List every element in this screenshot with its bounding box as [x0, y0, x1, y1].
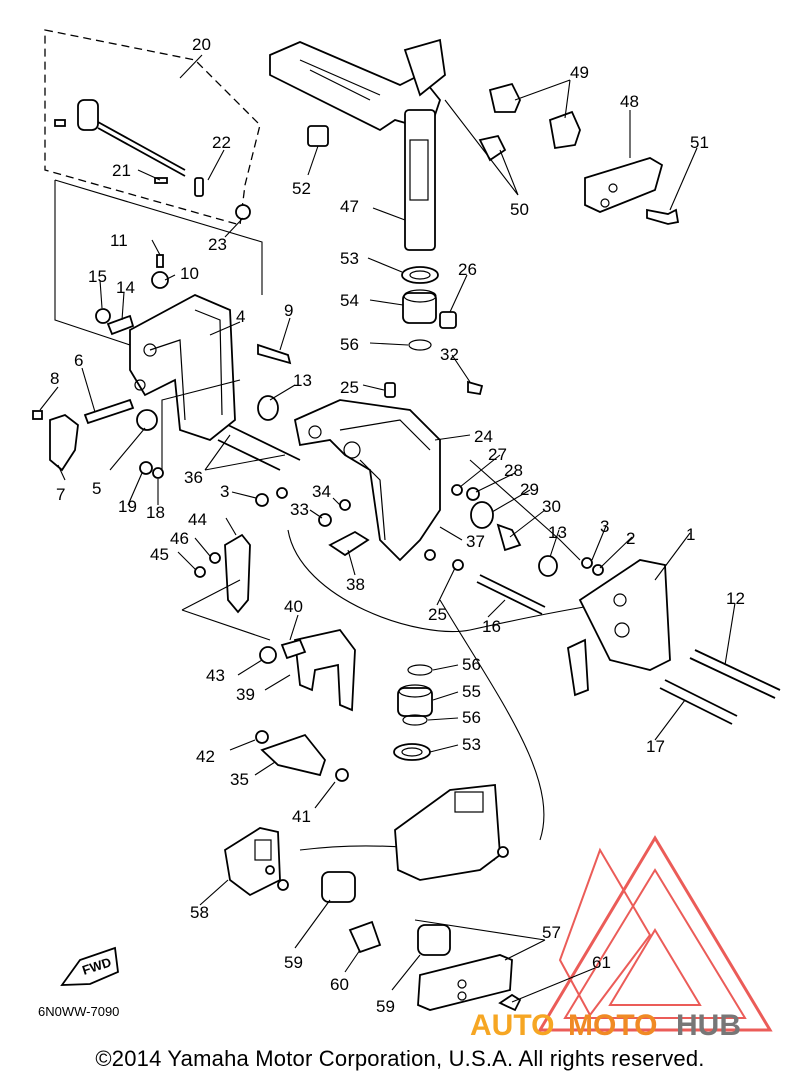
watermark-logo [537, 835, 773, 1032]
callout-label: 24 [474, 427, 493, 446]
callout-label: 53 [340, 249, 359, 268]
callout-label: 29 [520, 480, 539, 499]
callout-label: 16 [482, 617, 501, 636]
part-plate-48 [584, 157, 680, 225]
group-box-20 [44, 29, 261, 226]
callout-labels: 20 22 21 23 11 10 15 14 4 9 6 8 7 5 19 1… [50, 35, 745, 1016]
callout-label: 44 [188, 510, 207, 529]
part-lever-44 [194, 533, 251, 614]
fwd-arrow-tag: FWD [60, 946, 119, 986]
callout-label: 60 [330, 975, 349, 994]
callout-label: 27 [488, 445, 507, 464]
callout-label: 53 [462, 735, 481, 754]
callout-label: 51 [690, 133, 709, 152]
callout-label: 13 [293, 371, 312, 390]
watermark-text-hub: HUB [676, 1009, 741, 1042]
watermark-text-moto: MOTO [568, 1009, 657, 1042]
part-cover-58 [224, 827, 289, 897]
callout-label: 48 [620, 92, 639, 111]
callout-label: 40 [284, 597, 303, 616]
watermark-text-auto: AUTO [470, 1009, 554, 1042]
callout-label: 56 [462, 708, 481, 727]
copyright-notice: ©2014 Yamaha Motor Corporation, U.S.A. A… [95, 1046, 705, 1071]
callout-label: 22 [212, 133, 231, 152]
callout-label: 55 [462, 682, 481, 701]
callout-label: 35 [230, 770, 249, 789]
callout-label: 28 [504, 461, 523, 480]
callout-label: 30 [542, 497, 561, 516]
callout-label: 8 [50, 369, 59, 388]
part-tilt-lock [259, 628, 356, 712]
part-bushings-upper [401, 266, 457, 351]
part-steering-handle [269, 38, 581, 251]
callout-label: 56 [340, 335, 359, 354]
callout-label: 3 [220, 482, 229, 501]
callout-label: 41 [292, 807, 311, 826]
callout-label: 9 [284, 301, 293, 320]
callout-label: 17 [646, 737, 665, 756]
callout-label: 25 [428, 605, 447, 624]
watermark-wordmark: AUTO MOTO HUB [470, 1009, 741, 1042]
callout-label: 26 [458, 260, 477, 279]
callout-label: 4 [236, 307, 245, 326]
callout-label: 11 [110, 231, 128, 250]
callout-label: 61 [592, 953, 611, 972]
part-caps [321, 871, 522, 1012]
callout-label: 2 [626, 529, 635, 548]
callout-label: 12 [726, 589, 745, 608]
callout-leaders [39, 54, 736, 1003]
callout-label: 7 [56, 485, 65, 504]
callout-label: 1 [686, 525, 695, 544]
part-clamp-bracket-right [476, 555, 781, 725]
callout-label: 57 [542, 923, 561, 942]
callout-label: 49 [570, 63, 589, 82]
callout-label: 34 [312, 482, 331, 501]
callout-label: 23 [208, 235, 227, 254]
callout-label: 33 [290, 500, 309, 519]
callout-label: 39 [236, 685, 255, 704]
callout-label: 10 [180, 264, 199, 283]
callout-label: 21 [112, 161, 131, 180]
leader-clamp [54, 179, 263, 470]
part-swivel-bracket [217, 380, 522, 571]
callout-label: 13 [548, 523, 567, 542]
callout-label: 36 [184, 468, 203, 487]
callout-label: 54 [340, 291, 359, 310]
drawing-code: 6N0WW-7090 [38, 1004, 119, 1019]
callout-label: 58 [190, 903, 209, 922]
callout-label: 6 [74, 351, 83, 370]
callout-label: 42 [196, 747, 215, 766]
callout-label: 32 [440, 345, 459, 364]
callout-label: 20 [192, 35, 211, 54]
callout-label: 25 [340, 378, 359, 397]
callout-label: 14 [116, 278, 135, 297]
part-lower-mount [394, 784, 509, 881]
callout-label: 56 [462, 655, 481, 674]
callout-label: 45 [150, 545, 169, 564]
callout-label: 59 [284, 953, 303, 972]
callout-label: 5 [92, 479, 101, 498]
part-clamp-bracket-left [32, 254, 292, 479]
callout-label: 46 [170, 529, 189, 548]
part-pin-assembly [54, 99, 251, 220]
part-bushings-lower [393, 664, 433, 761]
callout-label: 15 [88, 267, 107, 286]
callout-label: 50 [510, 200, 529, 219]
callout-label: 52 [292, 179, 311, 198]
callout-label: 43 [206, 666, 225, 685]
callout-label: 59 [376, 997, 395, 1016]
callout-label: 3 [600, 517, 609, 536]
callout-label: 37 [466, 532, 485, 551]
callout-label: 18 [146, 503, 165, 522]
part-springs [255, 730, 349, 782]
cable-routing [287, 459, 641, 861]
callout-label: 19 [118, 497, 137, 516]
callout-label: 47 [340, 197, 359, 216]
callout-label: 38 [346, 575, 365, 594]
